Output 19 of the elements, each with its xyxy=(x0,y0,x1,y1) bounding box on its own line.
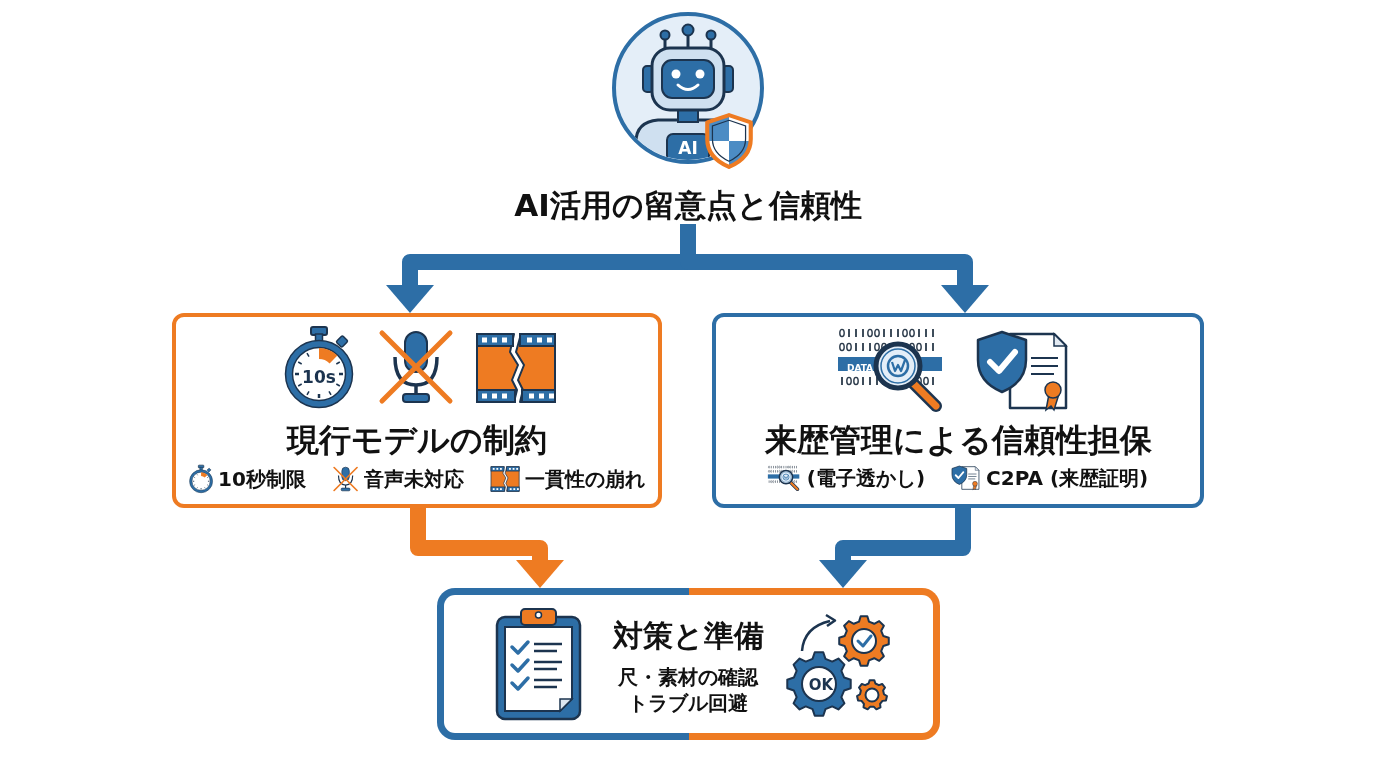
panel xyxy=(172,313,662,508)
item-label: トラブル回避 xyxy=(628,690,748,716)
icon-label: 10s xyxy=(302,368,336,386)
item-label: 10秒制限 xyxy=(218,465,306,493)
item-label: 尺・素材の確認 xyxy=(618,664,758,690)
icon-label: DATA xyxy=(846,363,874,373)
arrow xyxy=(410,508,564,588)
panel xyxy=(712,313,1204,508)
panel-heading: 現行モデルの制約 xyxy=(287,420,547,460)
arrow xyxy=(819,508,971,588)
panel-heading: 対策と準備 xyxy=(612,617,764,655)
item-label: (電子透かし) xyxy=(806,465,926,492)
icon-label: OK xyxy=(808,677,834,693)
item-label: 一貫性の崩れ xyxy=(524,465,645,493)
heading: AI活用の留意点と信頼性 xyxy=(514,186,862,224)
item-label: C2PA (来歴証明) xyxy=(986,465,1149,492)
icon-label: AI xyxy=(678,139,698,157)
item-label: 音声未対応 xyxy=(363,465,464,493)
panel-heading: 来歴管理による信頼性担保 xyxy=(764,420,1152,460)
